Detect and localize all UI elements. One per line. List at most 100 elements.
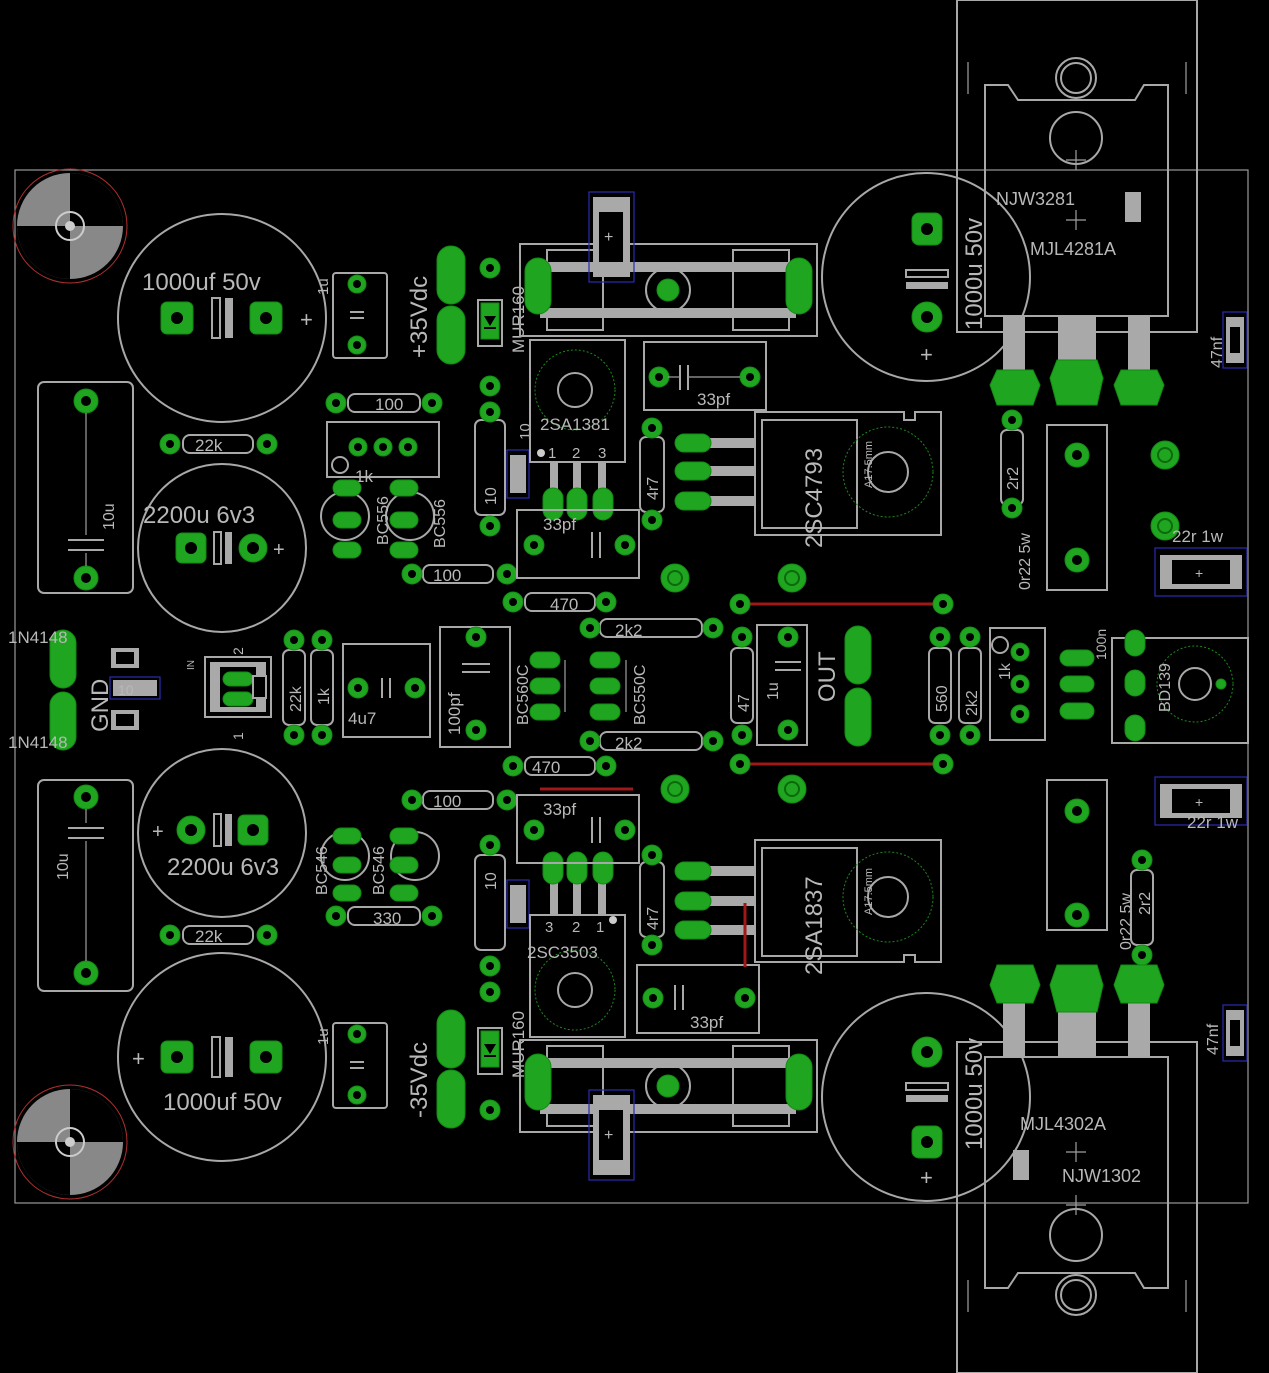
label-r-10-c: 10 — [483, 872, 500, 890]
label-c-47nf-b: 47nf — [1205, 1023, 1222, 1055]
svg-text:+: + — [1195, 565, 1203, 581]
transistor-2sa1381: 2SA1381 1 2 3 — [529, 339, 626, 521]
cap-47nf-bottom: 47nf — [1205, 1004, 1248, 1062]
label-r-100-a: 100 — [375, 395, 403, 414]
label-heatsink-a: A17.5mm — [863, 441, 875, 488]
label-c-1000-bot-right: 1000u 50v — [961, 1038, 988, 1150]
cap-33pf-b: 33pf — [516, 509, 640, 579]
label-r-22k-top: 22k — [195, 436, 223, 455]
label-q-2sc3503: 2SC3503 — [527, 943, 598, 962]
label-r-0r22-top: 0r22 5w — [1017, 533, 1034, 590]
label-q-2sc4793: 2SC4793 — [801, 448, 828, 548]
pin3-label-bot: 3 — [545, 919, 553, 936]
mounting-hole-bottom — [12, 1084, 128, 1200]
label-c-33pf-d: 33pf — [690, 1013, 723, 1032]
res-22r-top: + 22r 1w — [1154, 527, 1248, 597]
label-diode-bot: MUR160 — [509, 1011, 528, 1078]
res-470-a: 470 — [502, 591, 617, 614]
res-22k-top: 22k — [159, 433, 278, 455]
cap-33pf-d: 33pf — [636, 964, 760, 1034]
label-q-bc556-a: BC556 — [375, 496, 392, 545]
label-c-main-bot: 1000uf 50v — [163, 1089, 282, 1116]
cap-4u7: 4u7 — [342, 643, 431, 738]
label-q-njw3281: NJW3281 — [996, 189, 1075, 209]
vias — [660, 440, 1180, 804]
pin1-label-bot: 1 — [596, 919, 604, 936]
label-q-bc550c: BC550C — [632, 665, 649, 725]
cap-33pf-c: 33pf — [516, 794, 640, 864]
label-q-bc560c: BC560C — [515, 665, 532, 725]
label-c-10u-bot: 10u — [55, 853, 72, 880]
svg-text:+: + — [1195, 794, 1203, 810]
fuse-holder-bottom: + — [519, 1039, 818, 1181]
res-2k2-b: 2k2 — [579, 730, 724, 753]
label-c-1000-top-right: 1000u 50v — [961, 218, 988, 330]
label-r-4r7-a: 4r7 — [645, 477, 662, 500]
cap-1000u-top-right: + 1000u 50v — [821, 172, 1031, 382]
label-c-10u-top: 10u — [101, 503, 118, 530]
label-out: OUT — [814, 651, 841, 702]
label-r-2k2-a: 2k2 — [615, 621, 642, 640]
label-r-2k2-mid: 2k2 — [964, 690, 981, 716]
label-c-33pf-b: 33pf — [543, 515, 576, 534]
label-c-33pf-a: 33pf — [697, 390, 730, 409]
label-diode-1n4148-a: 1N4148 — [8, 628, 68, 647]
label-r-470-b: 470 — [532, 758, 560, 777]
transistors-bc556: BC556 BC556 — [320, 479, 449, 559]
label-c-4u7: 4u7 — [348, 709, 376, 728]
label-q-bc546-a: BC546 — [314, 846, 331, 895]
res-22r-bottom: + 22r 1w — [1154, 776, 1248, 832]
label-c-2200-bot: 2200u 6v3 — [167, 854, 279, 881]
svg-text:+: + — [604, 1127, 613, 1144]
label-r-100-b: 100 — [433, 566, 461, 585]
pin2-label-bot: 2 — [572, 919, 580, 936]
supply-pos-connector: +35Vdc — [406, 245, 466, 365]
res-100-c: 100 — [401, 789, 518, 811]
label-r-2k2-b: 2k2 — [615, 734, 642, 753]
cap-1000uf-bottom-left: + 1000uf 50v — [117, 952, 327, 1162]
label-c-33pf-c: 33pf — [543, 800, 576, 819]
transistors-bc546: BC546 BC546 — [314, 827, 440, 902]
cap-1u-bottom: 1u — [315, 1022, 388, 1109]
label-c-main-top: 1000uf 50v — [142, 269, 261, 296]
label-r-22r-a: 22r 1w — [1172, 527, 1224, 546]
traces — [540, 602, 943, 967]
res-0r22-top: 0r22 5w — [1017, 424, 1108, 591]
label-r-560: 560 — [934, 685, 951, 712]
label-q-bc546-b: BC546 — [371, 846, 388, 895]
label-r-100-c: 100 — [433, 792, 461, 811]
label-q-2sa1837: 2SA1837 — [801, 876, 828, 975]
cap-100n: 100n — [1059, 629, 1109, 720]
svg-text:+: + — [132, 1046, 145, 1071]
label-c-2200-top: 2200u 6v3 — [143, 502, 255, 529]
transistor-2sc4793: 2SC4793 A17.5mm — [674, 411, 942, 548]
res-100-a: 100 — [325, 392, 443, 414]
output-connector: OUT — [814, 625, 872, 747]
mounting-hole-top — [12, 168, 128, 284]
label-c-1u-top: 1u — [315, 278, 332, 295]
svg-text:+: + — [604, 229, 613, 246]
label-r-4r7-b: 4r7 — [645, 907, 662, 930]
svg-text:+: + — [152, 821, 164, 843]
svg-text:+: + — [920, 1165, 933, 1190]
cap-1u-mid: 1u — [756, 624, 808, 746]
label-q-mjl4302a: MJL4302A — [1020, 1114, 1106, 1134]
diode-mur160-bottom: MUR160 — [477, 955, 528, 1121]
pin2-label-top: 2 — [572, 445, 580, 462]
label-r-10-b: 10 — [517, 423, 534, 440]
label-r-22r-b: 22r 1w — [1187, 813, 1239, 832]
pin3-label-top: 3 — [598, 445, 606, 462]
transistor-mjl4302a: MJL4302A NJW1302 — [956, 964, 1198, 1373]
supply-neg-connector: -35Vdc — [406, 1009, 466, 1129]
label-r-10-a: 10 — [483, 487, 500, 505]
res-10-top: 10 10 — [474, 401, 534, 537]
res-10-bottom: 10 — [474, 834, 530, 977]
cap-1u-top: 1u — [315, 272, 388, 359]
transistor-2sc3503: 2SC3503 3 2 1 — [527, 851, 626, 1038]
res-560: 560 — [928, 626, 952, 746]
res-4r7-a: 4r7 — [639, 417, 665, 531]
label-r-2r2-b: 2r2 — [1137, 892, 1154, 915]
label-c-47nf-a: 47nf — [1209, 336, 1226, 368]
label-r-22k-in: 22k — [288, 685, 305, 712]
res-100-b: 100 — [401, 563, 518, 585]
